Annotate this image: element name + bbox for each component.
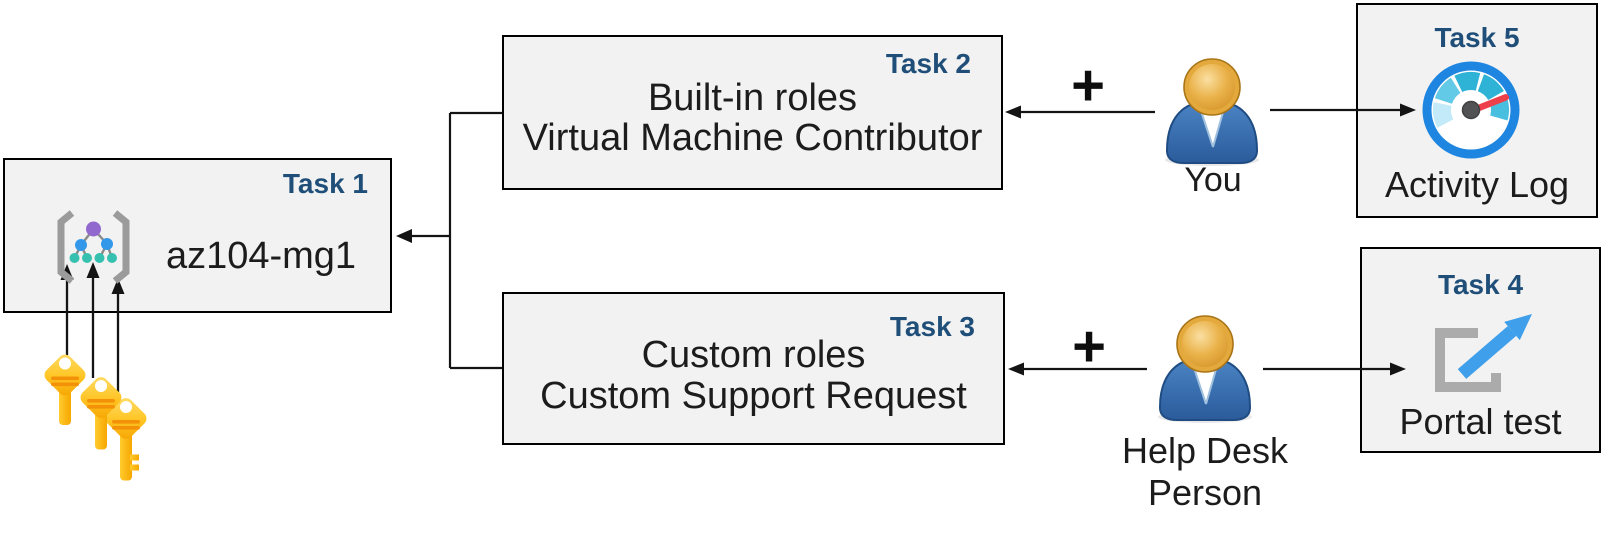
task3-tag: Task 3 bbox=[889, 311, 975, 342]
task1-title: az104-mg1 bbox=[165, 235, 357, 277]
task5-box: Task 5 Activity Log bbox=[1356, 3, 1598, 218]
user-icon-helpdesk bbox=[1157, 315, 1253, 424]
task5-tag: Task 5 bbox=[1434, 22, 1520, 53]
task4-box: Task 4 Portal test bbox=[1360, 247, 1601, 453]
plus-icon: + bbox=[1072, 314, 1106, 379]
task3-line1: Custom roles bbox=[641, 334, 866, 376]
task1-tag: Task 1 bbox=[282, 168, 368, 199]
plus-icon: + bbox=[1071, 53, 1105, 118]
task2-line2: Virtual Machine Contributor bbox=[522, 117, 983, 159]
actor-helpdesk-label: Help Desk Person bbox=[1121, 430, 1289, 514]
task3-line2: Custom Support Request bbox=[540, 375, 967, 417]
arrowhead-task3 bbox=[1008, 362, 1024, 376]
user-icon-you bbox=[1164, 58, 1260, 167]
task4-caption: Portal test bbox=[1399, 401, 1562, 442]
key-icon bbox=[105, 398, 147, 481]
task5-caption: Activity Log bbox=[1384, 164, 1570, 205]
actor-you-label: You bbox=[1184, 161, 1242, 199]
bracket-connector bbox=[410, 111, 502, 370]
task2-line1: Built-in roles bbox=[647, 77, 858, 119]
task2-box: Task 2 Built-in roles Virtual Machine Co… bbox=[502, 35, 1003, 190]
task1-box: Task 1 az104-mg1 bbox=[3, 158, 392, 313]
arrowhead-task2 bbox=[1005, 105, 1021, 119]
key-icon bbox=[44, 354, 86, 425]
task3-box: Task 3 Custom roles Custom Support Reque… bbox=[502, 292, 1005, 445]
task4-tag: Task 4 bbox=[1437, 269, 1524, 300]
task2-tag: Task 2 bbox=[885, 48, 971, 79]
key-icon bbox=[80, 377, 122, 450]
keys-icon bbox=[44, 354, 147, 481]
